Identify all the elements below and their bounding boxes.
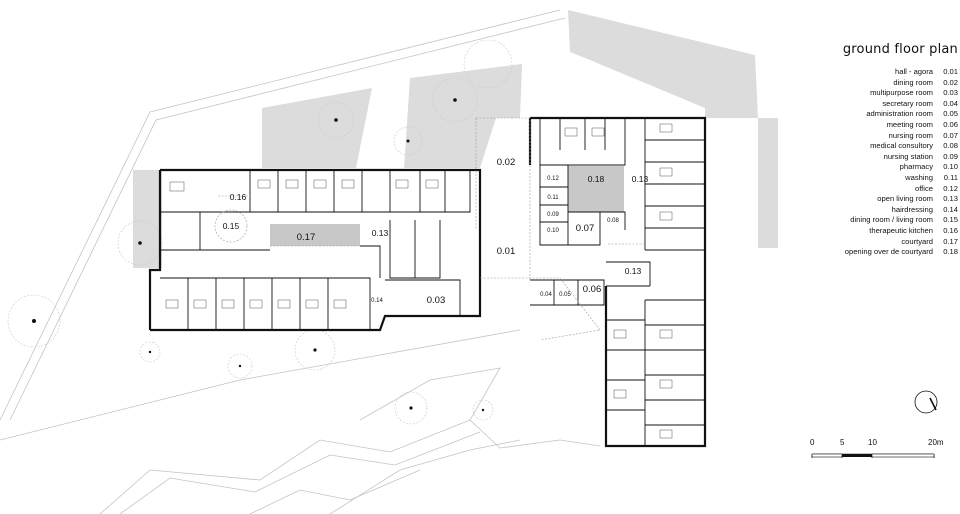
- trees: [7, 39, 513, 425]
- room-label-0.12: 0.12: [547, 176, 559, 182]
- dashed-boundaries: [214, 117, 645, 341]
- scale-label-20m: 20m: [928, 438, 944, 447]
- scale-label-5: 5: [840, 438, 845, 447]
- legend-title: ground floor plan: [842, 42, 958, 57]
- room-labels: 0.01 0.02 0.03 0.04 0.05 0.06 0.07 0.08 …: [223, 157, 649, 306]
- site-lines: [0, 9, 601, 514]
- furniture: [165, 123, 673, 439]
- scale-bar: 0 5 10 20m: [806, 438, 956, 468]
- room-label-0.05: 0.05: [559, 292, 571, 298]
- room-label-0.06: 0.06: [583, 284, 602, 295]
- room-label-0.01: 0.01: [497, 246, 516, 257]
- interior-walls: [160, 118, 705, 446]
- room-label-0.10: 0.10: [547, 228, 559, 234]
- scale-label-0: 0: [810, 438, 815, 447]
- room-label-0.11: 0.11: [547, 195, 559, 201]
- room-label-0.16: 0.16: [230, 192, 247, 202]
- room-label-0.07: 0.07: [576, 223, 595, 234]
- opening-018: [568, 166, 624, 212]
- room-label-0.04: 0.04: [540, 292, 552, 298]
- scale-bar-graphic: [811, 453, 935, 458]
- room-label-0.18: 0.18: [588, 174, 605, 184]
- room-label-0.17: 0.17: [297, 232, 316, 243]
- room-label-0.03: 0.03: [427, 295, 446, 306]
- room-label-0.13-south: 0.13: [625, 266, 642, 276]
- courtyard-017: [270, 224, 360, 246]
- room-label-0.09: 0.09: [547, 212, 559, 218]
- room-label-0.15: 0.15: [223, 221, 240, 231]
- scale-label-10: 10: [868, 438, 877, 447]
- tree-trunks: [32, 98, 485, 412]
- room-label-0.13-east: 0.13: [632, 174, 649, 184]
- room-label-0.08: 0.08: [607, 218, 619, 224]
- north-arrow: [914, 390, 938, 414]
- room-label-0.13-central: 0.13: [372, 228, 389, 238]
- building-walls: [148, 116, 707, 448]
- room-label-0.02: 0.02: [497, 157, 516, 168]
- hardscape-areas: [133, 10, 778, 268]
- room-label-0.14: 0.14: [371, 298, 383, 304]
